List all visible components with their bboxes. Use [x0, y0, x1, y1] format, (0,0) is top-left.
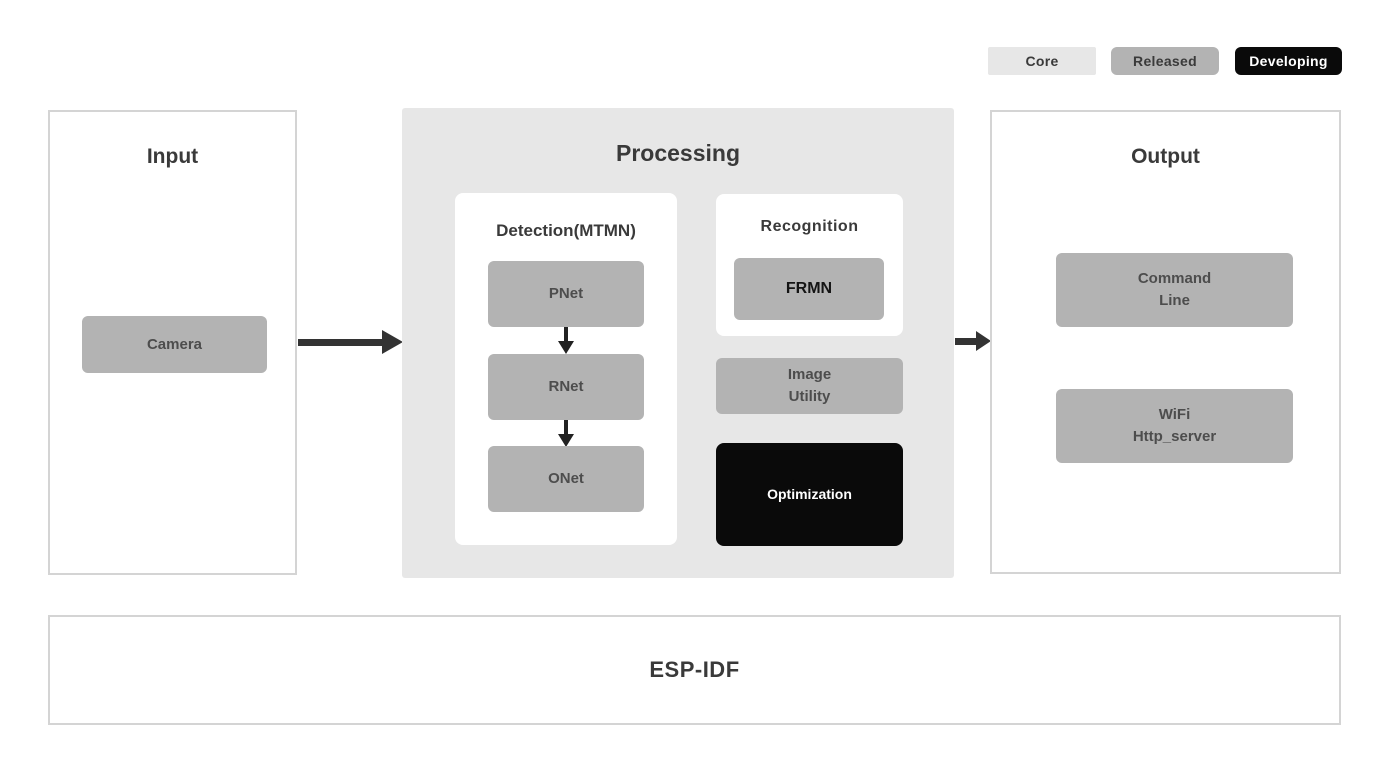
arrow-down-head-icon — [558, 341, 574, 354]
arrow-down-head-icon — [558, 434, 574, 447]
processing-panel-title: Processing — [616, 140, 740, 166]
input-panel-title: Input — [146, 145, 199, 168]
rnet-node: RNet — [488, 354, 644, 420]
recognition-subpanel: Recognition FRMN — [716, 194, 903, 336]
arrow-down-icon — [564, 327, 568, 343]
frmn-node: FRMN — [734, 258, 884, 320]
detection-title: Detection(MTMN) — [496, 221, 636, 240]
output-panel-title: Output — [1131, 145, 1200, 168]
output-panel: Output Command Line WiFi Http_server — [990, 110, 1341, 574]
legend-chip-released: Released — [1111, 47, 1219, 75]
legend-chip-core: Core — [988, 47, 1096, 75]
espidf-panel: ESP-IDF — [48, 615, 1341, 725]
legend-core-label: Core — [1025, 53, 1059, 69]
arrow-right-head-icon — [382, 330, 403, 354]
arrow-right-icon — [955, 338, 978, 345]
legend-chip-developing: Developing — [1235, 47, 1342, 75]
arrow-down-icon — [564, 420, 568, 436]
processing-panel: Processing Detection(MTMN) PNet RNet ONe… — [402, 108, 954, 578]
legend-released-label: Released — [1133, 53, 1197, 69]
recognition-title: Recognition — [760, 218, 859, 235]
arrow-right-icon — [298, 339, 383, 346]
input-panel: Input Camera — [48, 110, 297, 575]
arrow-right-head-icon — [976, 331, 991, 351]
image-utility-node: Image Utility — [716, 358, 903, 414]
pnet-node: PNet — [488, 261, 644, 327]
detection-subpanel: Detection(MTMN) PNet RNet ONet — [455, 193, 677, 545]
command-line-node: Command Line — [1056, 253, 1293, 327]
optimization-node: Optimization — [716, 443, 903, 546]
camera-node: Camera — [82, 316, 267, 373]
espidf-panel-title: ESP-IDF — [649, 657, 740, 682]
legend-developing-label: Developing — [1249, 53, 1328, 69]
onet-node: ONet — [488, 446, 644, 512]
wifi-http-server-node: WiFi Http_server — [1056, 389, 1293, 463]
